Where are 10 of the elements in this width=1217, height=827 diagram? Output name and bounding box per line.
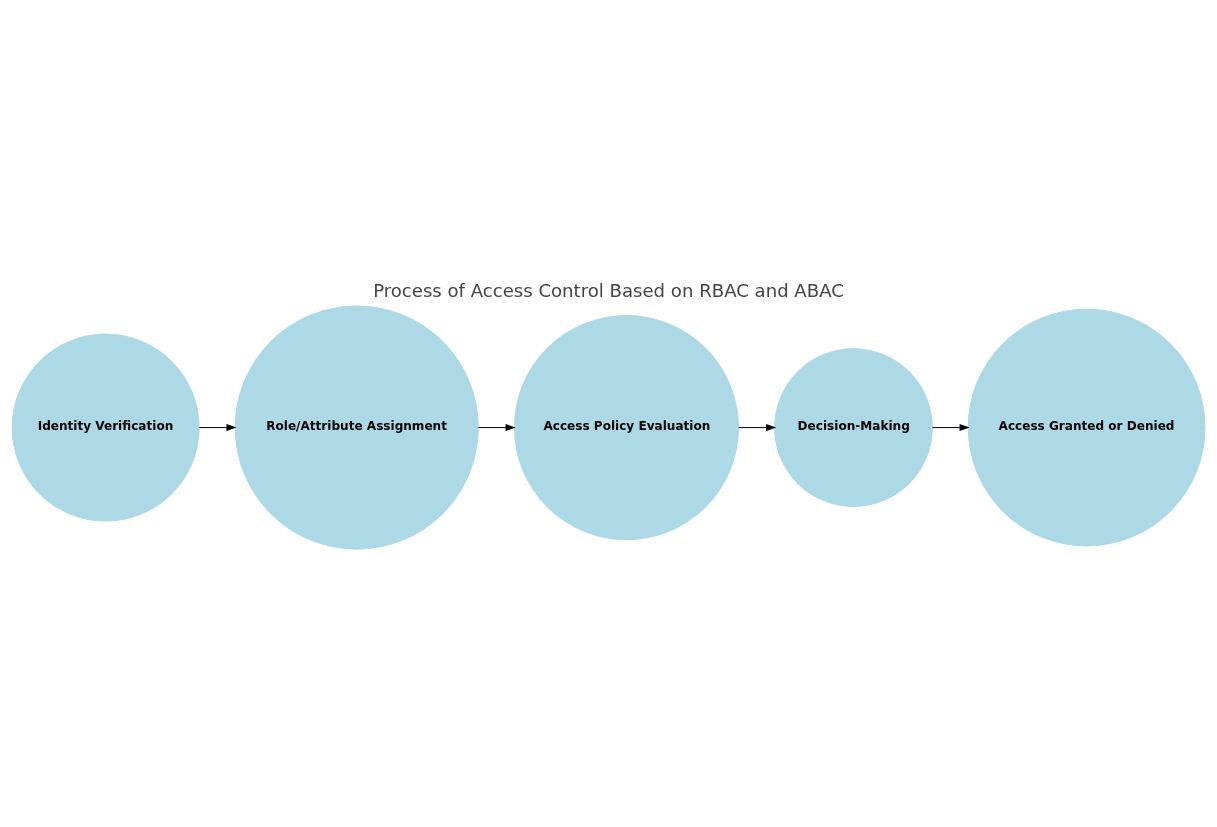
node-circle: Role/Attribute Assignment bbox=[234, 305, 479, 550]
arrow bbox=[477, 424, 516, 432]
arrow bbox=[738, 424, 777, 432]
node-circle: Access Granted or Denied bbox=[967, 308, 1206, 547]
node-circle: Access Policy Evaluation bbox=[513, 315, 739, 541]
arrow bbox=[931, 424, 970, 432]
diagram-title: Process of Access Control Based on RBAC and ABAC bbox=[373, 279, 844, 301]
arrow bbox=[198, 424, 237, 432]
node-circle: Identity Verification bbox=[11, 333, 200, 522]
node-circle: Decision-Making bbox=[774, 348, 933, 507]
